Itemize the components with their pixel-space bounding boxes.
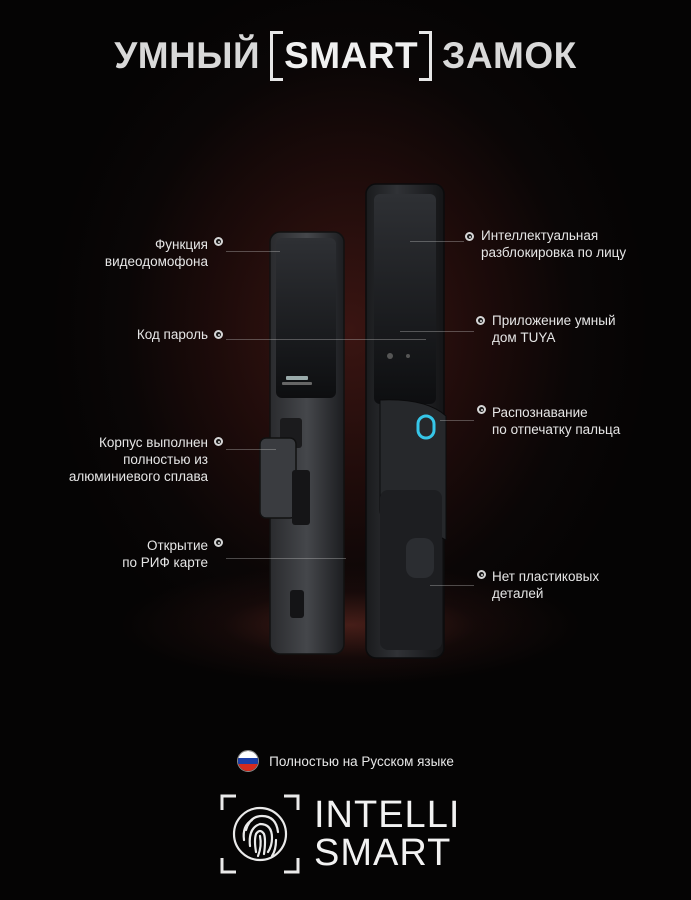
feature-face-unlock: Интеллектуальная разблокировка по лицу (481, 228, 627, 260)
connector-line (226, 449, 276, 450)
brand-name: INTELLI SMART (314, 794, 461, 874)
feature-rfid-card: Открытие по РИФ карте (122, 538, 208, 570)
feature-dot (214, 330, 223, 339)
feature-dot (477, 405, 486, 414)
connector-line (440, 420, 474, 421)
connector-line (410, 241, 464, 242)
fingerprint-reader-icon (416, 414, 436, 440)
feature-video-intercom: Функция видеодомофона (104, 237, 208, 269)
feature-dot (465, 232, 474, 241)
connector-line (430, 585, 474, 586)
language-badge: Полностью на Русском языке (0, 750, 691, 772)
front-lock-unit (365, 183, 447, 659)
flag-stripe-blue (238, 757, 259, 765)
flag-stripe-red (238, 764, 259, 771)
connector-line (226, 251, 280, 252)
feature-tuya-app: Приложение умный дом TUYA (492, 313, 616, 345)
connector-line (400, 331, 474, 332)
page-title: УМНЫЙ SMART ЗАМОК (0, 26, 691, 86)
back-lock-unit (259, 231, 345, 655)
feature-aluminum-body: Корпус выполнен полностью из алюминиевог… (68, 435, 208, 484)
language-text: Полностью на Русском языке (269, 753, 454, 769)
connector-line (226, 339, 426, 340)
connector-line (226, 558, 346, 559)
feature-dot (476, 316, 485, 325)
title-word-right: ЗАМОК (442, 35, 577, 76)
brand-logo: INTELLI SMART (220, 794, 510, 874)
russia-flag-icon (237, 750, 260, 772)
feature-dot (214, 237, 223, 246)
title-word-left: УМНЫЙ (114, 35, 261, 76)
feature-passcode: Код пароль (136, 327, 208, 342)
feature-fingerprint: Распознавание по отпечатку пальца (492, 405, 621, 437)
floor-glow (120, 560, 580, 690)
feature-no-plastic: Нет пластиковых деталей (492, 569, 600, 601)
feature-dot (214, 538, 223, 547)
flag-stripe-white (238, 751, 259, 758)
title-word-boxed: SMART (270, 31, 433, 81)
fingerprint-icon (220, 794, 300, 874)
smart-lock-illustration (259, 183, 447, 659)
feature-dot (214, 437, 223, 446)
feature-dot (477, 570, 486, 579)
